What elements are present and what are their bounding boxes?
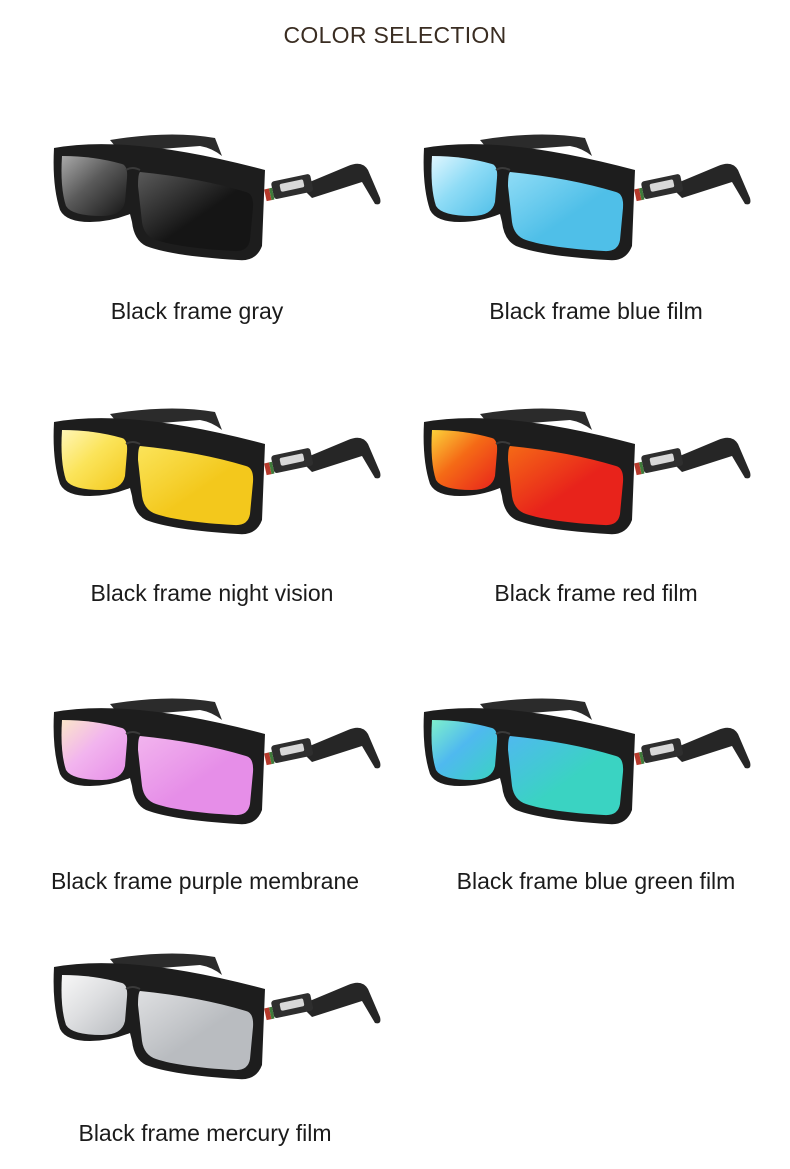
product-label: Black frame blue film (489, 298, 703, 324)
sunglasses-image (53, 408, 381, 535)
sunglasses-image (53, 134, 381, 261)
product-label: Black frame mercury film (78, 1120, 332, 1146)
product-label: Black frame night vision (90, 580, 334, 606)
product-label: Black frame red film (494, 580, 698, 606)
header: COLOR SELECTION (0, 22, 790, 49)
sunglasses-image (53, 698, 381, 825)
sunglasses-image (53, 953, 381, 1080)
sunglasses-image (423, 698, 751, 825)
sunglasses-image (423, 134, 751, 261)
product-label: Black frame blue green film (456, 868, 736, 894)
sunglasses-image (423, 408, 751, 535)
product-label: Black frame gray (110, 298, 284, 324)
product-label: Black frame purple membrane (50, 868, 360, 894)
page-title: COLOR SELECTION (281, 22, 509, 48)
